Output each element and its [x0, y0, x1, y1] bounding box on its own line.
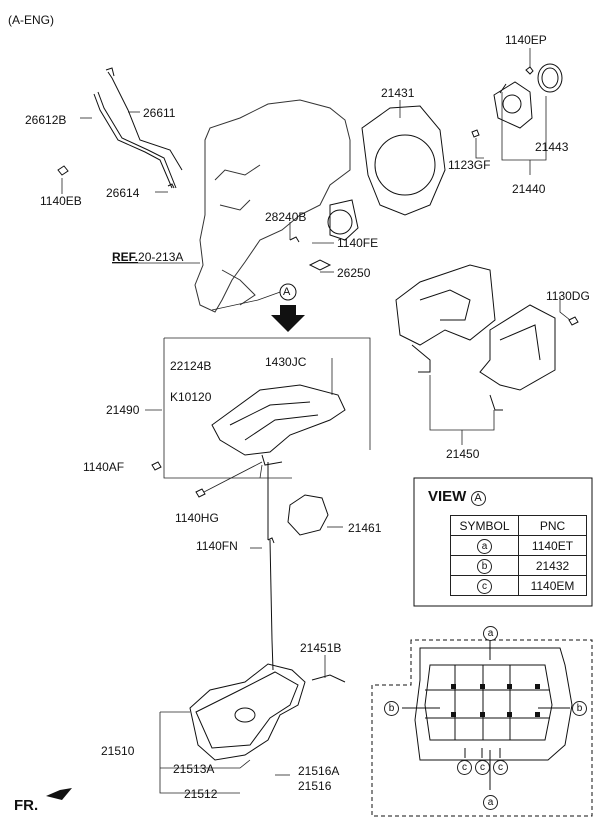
- detail-marker-b-left: b: [384, 701, 399, 716]
- callout-1140FN: 1140FN: [196, 539, 238, 553]
- reference-prefix: REF.: [112, 250, 139, 264]
- callout-26611: 26611: [143, 106, 176, 120]
- callout-21510: 21510: [101, 744, 135, 758]
- callout-26612B: 26612B: [25, 113, 67, 127]
- callout-21513A: 21513A: [173, 762, 215, 776]
- callout-21451B: 21451B: [300, 641, 342, 655]
- front-direction-label: FR.: [14, 797, 39, 814]
- callout-1430JC: 1430JC: [265, 355, 307, 369]
- callout-1123GF: 1123GF: [448, 158, 491, 172]
- pnc-cell: 1140EM: [518, 575, 587, 596]
- table-row: b 21432: [450, 555, 587, 576]
- callout-1140HG: 1140HG: [175, 511, 219, 525]
- oil-pan: [189, 663, 346, 761]
- callout-26614: 26614: [106, 186, 140, 200]
- detail-marker-c-2: c: [475, 760, 490, 775]
- callout-21440: 21440: [512, 182, 546, 196]
- symbol-a: a: [477, 538, 492, 554]
- rear-seal: [493, 63, 563, 129]
- bolts: [57, 66, 579, 544]
- callout-21490: 21490: [106, 403, 140, 417]
- symbol-c: c: [477, 578, 492, 594]
- symbol-table: SYMBOL PNC a 1140ET b 21432 c 1140EM: [450, 515, 587, 596]
- column-header-symbol: SYMBOL: [450, 515, 519, 536]
- symbol-b: b: [477, 558, 492, 574]
- symbol-cell: c: [450, 575, 519, 596]
- callout-1140EP: 1140EP: [505, 33, 547, 47]
- table-row: c 1140EM: [450, 575, 587, 596]
- view-marker-circle: [279, 283, 297, 301]
- housing-plate: [327, 105, 446, 241]
- view-title: VIEW A: [428, 488, 486, 506]
- oil-pump-assembly: [211, 384, 346, 540]
- reference-code: 20-213A: [138, 250, 184, 264]
- baffle: [287, 494, 329, 536]
- callout-28240B: 28240B: [265, 210, 307, 224]
- symbol-table-header: SYMBOL PNC: [450, 515, 587, 536]
- reference-note: REF.20-213A: [112, 250, 183, 264]
- symbol-cell: a: [450, 535, 519, 556]
- callout-21512: 21512: [184, 787, 218, 801]
- detail-marker-a-top: a: [483, 626, 498, 641]
- callout-1140EB: 1140EB: [40, 194, 82, 208]
- ladder-frame-bracket: [395, 264, 556, 411]
- pnc-cell: 21432: [518, 555, 587, 576]
- callout-22124B: 22124B: [170, 359, 212, 373]
- callout-1140AF: 1140AF: [83, 460, 125, 474]
- view-arrow-icon: [271, 305, 305, 332]
- oil-pickup-tube: [269, 539, 274, 671]
- pnc-cell: 1140ET: [518, 535, 587, 556]
- callout-26250: 26250: [337, 266, 371, 280]
- front-arrow-icon: [46, 788, 72, 800]
- view-title-marker: A: [470, 491, 486, 506]
- dipstick-tube: [93, 67, 183, 189]
- view-marker-label: A: [283, 286, 291, 298]
- engine-code: (A-ENG): [8, 13, 54, 27]
- leader-lines: [61, 48, 571, 794]
- column-header-pnc: PNC: [518, 515, 587, 536]
- callout-21516: 21516: [298, 779, 332, 793]
- callout-21443: 21443: [535, 140, 569, 154]
- callout-1140FE: 1140FE: [337, 236, 379, 250]
- callout-21516A: 21516A: [298, 764, 340, 778]
- callout-21450: 21450: [446, 447, 480, 461]
- view-title-text: VIEW: [428, 488, 467, 505]
- table-row: a 1140ET: [450, 535, 587, 556]
- view-a-panel: [371, 477, 593, 817]
- symbol-cell: b: [450, 555, 519, 576]
- detail-marker-b-right: b: [572, 701, 587, 716]
- detail-marker-a-bottom: a: [483, 795, 498, 810]
- callout-21431: 21431: [381, 86, 415, 100]
- view-bolt-dots: [451, 684, 540, 717]
- detail-marker-c-3: c: [493, 760, 508, 775]
- detail-marker-c-1: c: [457, 760, 472, 775]
- callout-21461: 21461: [348, 521, 382, 535]
- engine-block: [194, 99, 351, 313]
- callout-K10120: K10120: [170, 390, 212, 404]
- callout-1130DG: 1130DG: [546, 289, 590, 303]
